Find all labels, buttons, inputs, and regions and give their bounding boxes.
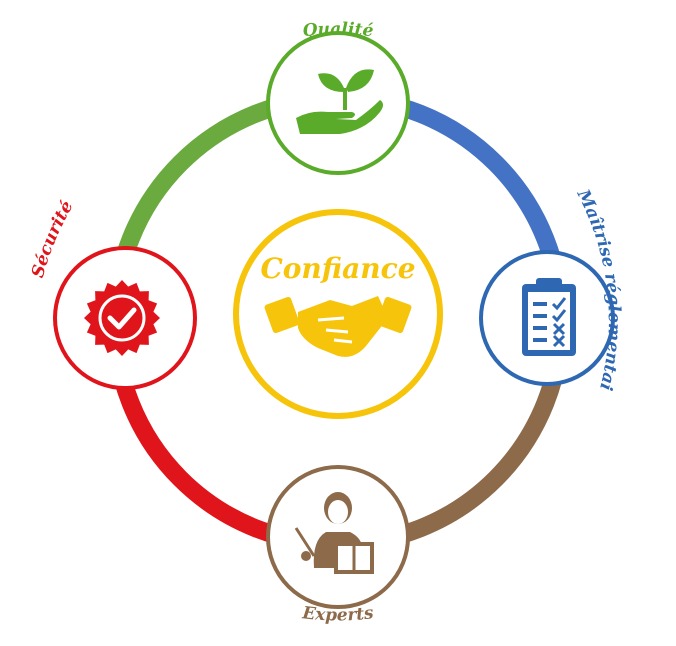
handshake-icon (264, 296, 412, 357)
checklist-clipboard-icon (522, 278, 576, 356)
center-label: Confiance (260, 252, 415, 285)
plant-hand-icon (296, 69, 383, 134)
label-securite-text: Sécurité (28, 197, 78, 280)
node-securite: Sécurité (28, 197, 197, 390)
node-experts: Experts (266, 465, 410, 626)
label-securite: Sécurité (28, 197, 78, 280)
label-qualite: Qualité (302, 19, 375, 41)
certified-badge-icon (84, 280, 160, 356)
label-experts: Experts (300, 603, 375, 626)
label-qualite-text: Qualité (302, 19, 375, 41)
label-experts-text: Experts (300, 603, 375, 626)
teacher-icon (294, 492, 374, 574)
center-node: Confiance (233, 209, 443, 419)
node-qualite: Qualité (266, 19, 410, 175)
